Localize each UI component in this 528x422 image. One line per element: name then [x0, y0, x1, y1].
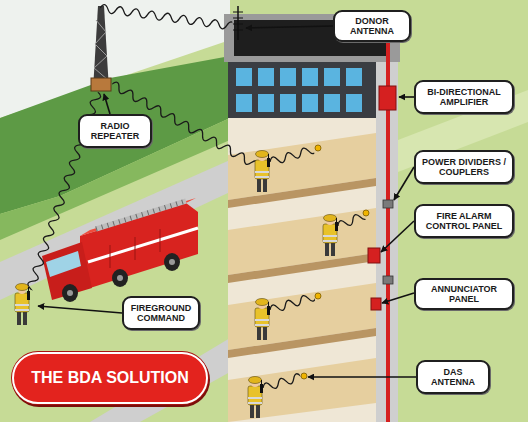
radio-wave: [99, 4, 338, 44]
callout-label: FIREGROUND COMMAND: [122, 296, 200, 330]
truck-stripe: [88, 228, 198, 262]
window: [280, 68, 296, 86]
building-facade: [228, 60, 376, 118]
das-antenna: [301, 373, 307, 379]
firefighter: [255, 151, 270, 193]
floor-edge: [228, 178, 376, 208]
window: [280, 94, 296, 112]
das-antenna: [315, 293, 321, 299]
title-text: THE BDA SOLUTION: [31, 369, 189, 387]
building-interior: [228, 60, 376, 422]
das-antenna: [363, 210, 369, 216]
firefighter: [248, 377, 263, 419]
leader-line: [246, 26, 333, 28]
window: [324, 94, 340, 112]
ladder-rungs: [96, 201, 186, 229]
radio-wave: [99, 4, 338, 44]
callout-text: ANNUNCIATOR PANEL: [420, 284, 508, 305]
building: [224, 6, 400, 422]
tower-mast: [93, 6, 109, 90]
das-antenna: [315, 145, 321, 151]
callout-text: POWER DIVIDERS / COUPLERS: [420, 157, 508, 178]
wheel: [112, 269, 128, 287]
callout-label: DAS ANTENNA: [416, 360, 490, 394]
callout-text: DONOR ANTENNA: [339, 16, 405, 37]
fire-alarm-control-panel: [368, 248, 380, 263]
floor-edge: [228, 253, 376, 283]
fire-truck: [42, 198, 198, 302]
leader-line: [382, 293, 414, 303]
window: [302, 68, 318, 86]
callout-label: POWER DIVIDERS / COUPLERS: [414, 150, 514, 184]
donor-antenna-elements: [233, 12, 243, 30]
power-divider: [383, 276, 393, 284]
title-banner: THE BDA SOLUTION: [12, 352, 208, 404]
window: [236, 94, 252, 112]
window: [302, 94, 318, 112]
hubcap: [117, 275, 123, 281]
radio-wave: [262, 315, 494, 392]
hubcap: [67, 290, 73, 296]
callout-label: BI-DIRECTIONAL AMPLIFIER: [414, 80, 514, 114]
window: [324, 68, 340, 86]
donor-antenna: [237, 6, 239, 40]
ladder: [96, 201, 186, 229]
windshield: [46, 251, 81, 277]
callout-label: FIRE ALARM CONTROL PANEL: [414, 204, 514, 238]
callout-label: RADIO REPEATER: [78, 114, 152, 148]
leader-line: [104, 94, 110, 114]
window: [258, 68, 274, 86]
radio-repeater: [91, 78, 111, 91]
leader-line: [394, 167, 414, 200]
callout-text: FIRE ALARM CONTROL PANEL: [420, 211, 508, 232]
radio-wave: [262, 315, 494, 392]
window: [236, 68, 252, 86]
firefighter: [15, 284, 30, 326]
firefighter: [255, 299, 270, 341]
callout-text: FIREGROUND COMMAND: [128, 303, 194, 324]
leader-lines: [38, 26, 416, 377]
firefighter: [323, 215, 338, 257]
radio-tower: [91, 6, 111, 91]
power-divider: [383, 200, 393, 208]
callout-text: DAS ANTENNA: [422, 367, 484, 388]
wheel: [62, 284, 78, 302]
hubcap: [169, 259, 175, 265]
leader-line: [381, 221, 414, 252]
floor-edge: [228, 328, 376, 358]
callout-label: DONOR ANTENNA: [333, 10, 411, 42]
leader-line: [38, 306, 122, 313]
road: [0, 160, 230, 300]
leader-line: [399, 96, 414, 98]
floor-slab: [228, 358, 376, 422]
window: [258, 94, 274, 112]
callout-text: BI-DIRECTIONAL AMPLIFIER: [420, 87, 508, 108]
window: [346, 68, 362, 86]
window: [346, 94, 362, 112]
truck-top: [80, 198, 196, 236]
callout-label: ANNUNCIATOR PANEL: [414, 278, 514, 310]
bi-directional-amplifier: [379, 86, 396, 110]
leader-line: [308, 376, 416, 378]
callout-text: RADIO REPEATER: [84, 121, 146, 142]
wheel: [164, 253, 180, 271]
tower-lattice: [94, 20, 108, 80]
compartment-doors: [110, 229, 160, 268]
annunciator-panel: [371, 298, 381, 310]
